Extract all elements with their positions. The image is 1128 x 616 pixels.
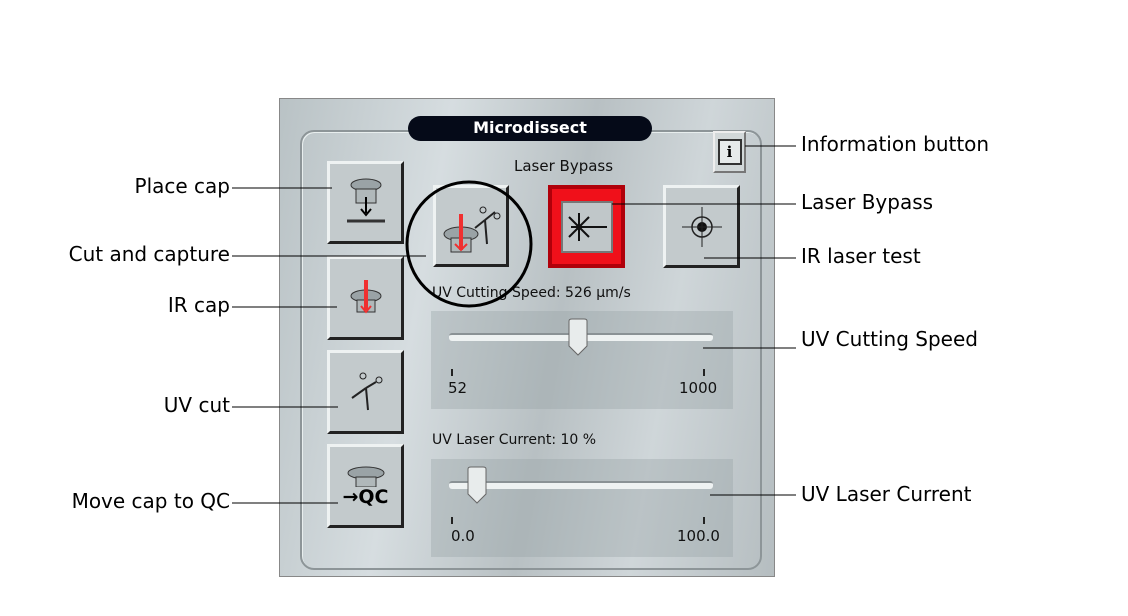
uv-cut-button[interactable]	[327, 350, 404, 434]
max-label: 1000	[679, 379, 718, 397]
uv-speed-slider[interactable]: 52 1000	[431, 311, 733, 409]
callout-ir-cap: IR cap	[167, 293, 230, 317]
laser-bypass-label: Laser Bypass	[514, 157, 614, 175]
cut-and-capture-button[interactable]	[433, 185, 509, 267]
slider-track[interactable]	[449, 481, 713, 489]
laser-star-icon	[567, 212, 607, 241]
cut-capture-icon	[443, 206, 501, 253]
tick-min	[451, 369, 453, 376]
callout-laser-bypass: Laser Bypass	[801, 190, 934, 214]
tick-max	[703, 517, 705, 524]
move-cap-qc-button[interactable]: →QC	[327, 444, 404, 528]
laser-bypass-button[interactable]	[548, 185, 625, 268]
cap-icon	[347, 466, 384, 487]
min-label: 0.0	[451, 527, 475, 545]
slider-thumb[interactable]	[568, 318, 588, 356]
panel-title: Microdissect	[408, 116, 652, 141]
uv-current-label: UV Laser Current: 10 %	[432, 432, 597, 448]
callout-cut-capture: Cut and capture	[68, 242, 230, 266]
callout-uv-cut: UV cut	[163, 393, 230, 417]
callout-info: Information button	[801, 132, 990, 156]
ir-cap-button[interactable]	[327, 256, 404, 340]
ir-cap-icon	[350, 280, 381, 314]
callout-move-qc: Move cap to QC	[71, 489, 230, 513]
qc-label: →QC	[342, 486, 389, 508]
slider-thumb[interactable]	[467, 466, 487, 504]
callout-uv-current: UV Laser Current	[801, 482, 972, 506]
info-button[interactable]: i	[713, 131, 746, 173]
tick-max	[703, 369, 705, 376]
max-label: 100.0	[677, 527, 720, 545]
crosshair-icon	[681, 206, 722, 247]
callout-uv-speed: UV Cutting Speed	[801, 327, 978, 351]
min-label: 52	[448, 379, 468, 397]
place-cap-button[interactable]	[327, 161, 404, 244]
tick-min	[451, 517, 453, 524]
uv-speed-label: UV Cutting Speed: 526 µm/s	[432, 285, 631, 301]
info-icon: i	[717, 139, 742, 165]
callout-place-cap: Place cap	[134, 174, 230, 198]
highlight-circle	[405, 180, 533, 308]
uv-current-slider[interactable]: 0.0 100.0	[431, 459, 733, 557]
callout-ir-test: IR laser test	[801, 244, 921, 268]
ir-laser-test-button[interactable]	[663, 185, 740, 268]
place-cap-icon	[346, 178, 385, 222]
scissors-icon	[350, 372, 382, 411]
